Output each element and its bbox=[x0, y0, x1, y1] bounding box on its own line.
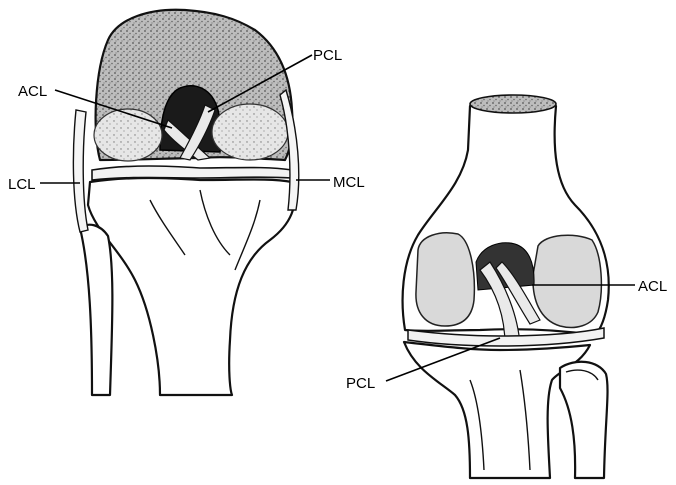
right-pcl-label: PCL bbox=[346, 375, 375, 392]
right-acl-label: ACL bbox=[638, 278, 667, 295]
left-tibia bbox=[88, 178, 295, 395]
left-mcl-label: MCL bbox=[333, 174, 365, 191]
left-acl-label: ACL bbox=[18, 83, 47, 100]
right-lateral-condyle bbox=[416, 233, 474, 326]
right-knee-illustration bbox=[403, 95, 609, 478]
left-lcl-label: LCL bbox=[8, 176, 36, 193]
left-lcl-ligament bbox=[73, 110, 88, 232]
right-fibula bbox=[560, 362, 608, 478]
right-tibia bbox=[404, 342, 590, 478]
left-fibula bbox=[80, 225, 112, 395]
left-lateral-condyle bbox=[94, 109, 162, 161]
right-femur-cut bbox=[470, 95, 556, 113]
left-medial-condyle bbox=[212, 104, 288, 160]
right-medial-condyle bbox=[533, 235, 601, 327]
left-knee-illustration bbox=[73, 10, 298, 395]
left-pcl-label: PCL bbox=[313, 47, 342, 64]
